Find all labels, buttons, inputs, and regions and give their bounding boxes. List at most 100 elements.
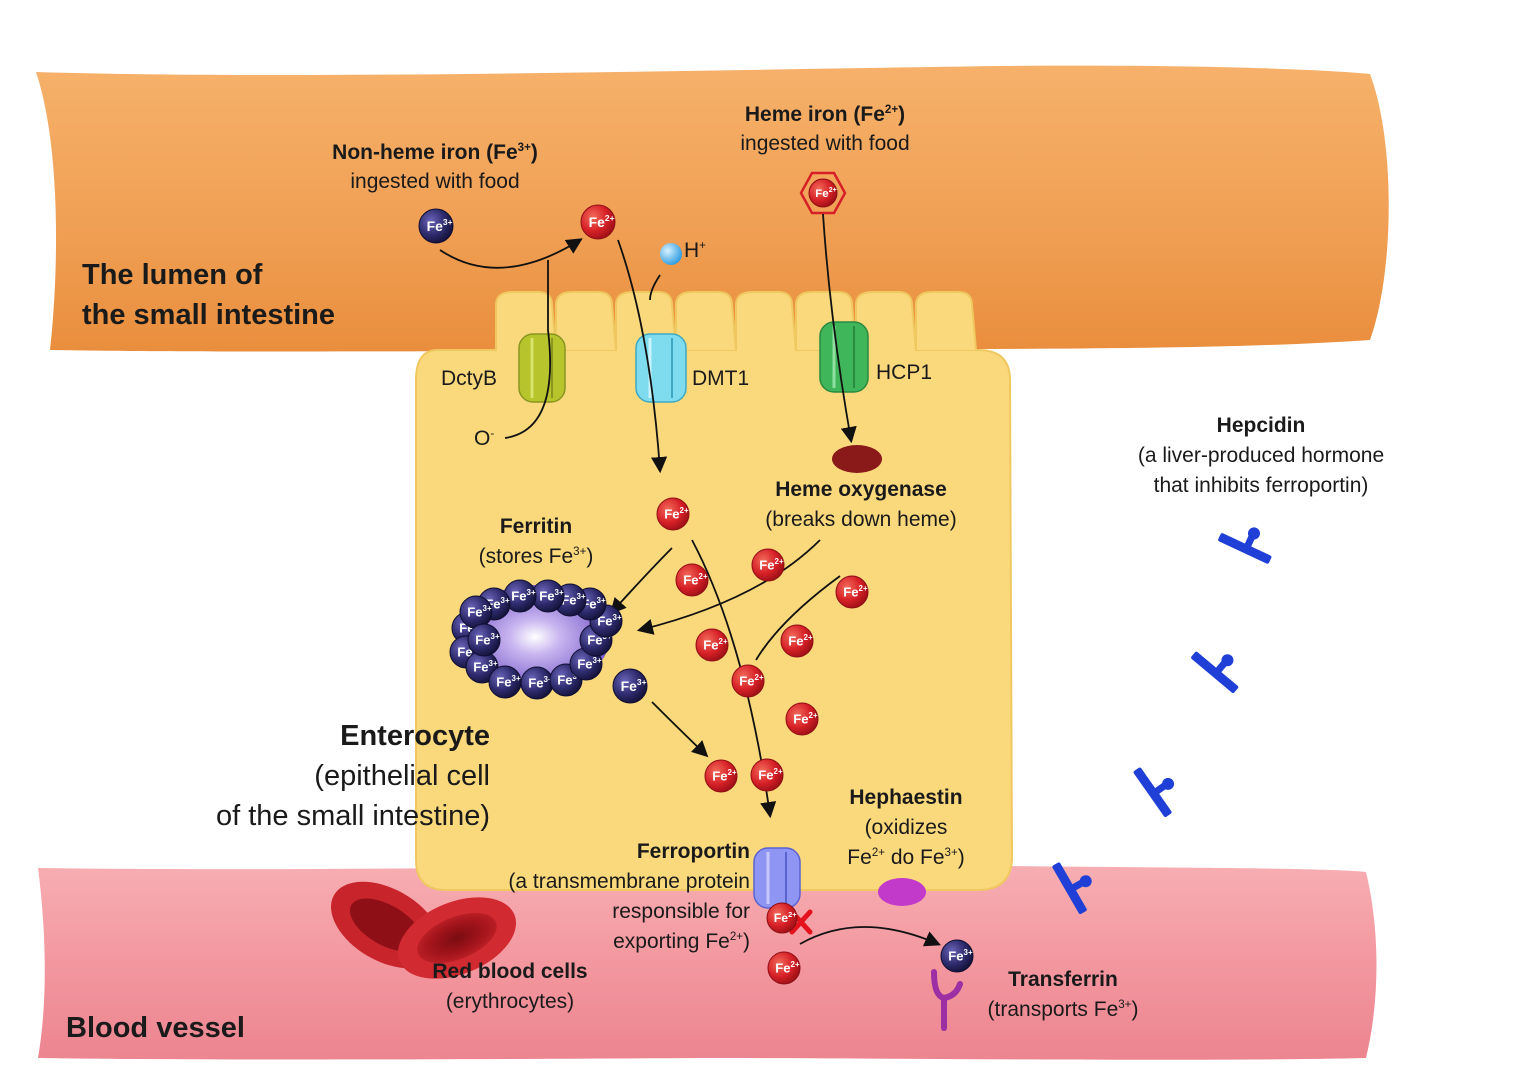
hydrogen-charge: +: [699, 240, 706, 252]
heme-title: Heme iron (Fe: [744, 103, 885, 126]
hephaestin-sub-c: ): [957, 846, 965, 869]
dmt1-label: DMT1: [692, 367, 750, 390]
svg-text:Fe2+: Fe2+: [815, 187, 836, 200]
ferritin-fe3-ion: Fe3+: [503, 579, 537, 613]
ferritin-fe3-ion: Fe3+: [531, 579, 565, 613]
ferroportin-sub-b: ): [743, 930, 750, 953]
heme-oxygenase-enzyme: [832, 445, 882, 473]
hephaestin-title: Hephaestin: [849, 786, 963, 809]
hepcidin-sub-line1: (a liver-produced hormone: [1137, 444, 1385, 467]
svg-text:Fe3+: Fe3+: [577, 656, 602, 672]
svg-text:Fe2+: Fe2+: [774, 910, 798, 925]
dcytb-label: DctyB: [441, 367, 498, 390]
arrow-fe2-to-ferritin-2: [636, 539, 821, 635]
svg-text:Fe2+: Fe2+: [703, 637, 728, 653]
lumen-band: [36, 65, 1389, 352]
fe2-ion-cell: Fe2+: [695, 628, 729, 662]
arrow-dmt1-fe2: [617, 239, 668, 474]
ferritin-fe3-ion: Fe3+: [467, 623, 501, 657]
fe3-ion-lumen: Fe3+: [418, 208, 454, 244]
hydrogen-ion: [660, 243, 682, 265]
ferritin-fe3-ion: Fe3+: [520, 666, 554, 700]
arrow-fe2-cross: [755, 575, 841, 661]
svg-text:Fe3+: Fe3+: [473, 659, 498, 675]
hephaestin-sub-charge1: 2+: [871, 847, 885, 859]
fe2-ion-cell: Fe2+: [785, 702, 819, 736]
nonheme-close: ): [530, 141, 538, 164]
enterocyte-sub-line2: of the small intestine): [215, 800, 490, 832]
heme-oxygenase-label: Heme oxygenase (breaks down heme): [736, 477, 986, 534]
blood-vessel-title: Blood vessel: [66, 1012, 245, 1044]
svg-text:Fe2+: Fe2+: [589, 213, 615, 230]
heme-sub: ingested with food: [740, 132, 910, 156]
svg-text:Fe2+: Fe2+: [664, 506, 689, 522]
nonheme-label: Non-heme iron (Fe3+) ingested with food: [300, 140, 570, 196]
arrow-fe2-to-ferritin-1: [609, 547, 673, 615]
svg-text:Fe3+: Fe3+: [621, 677, 647, 694]
dcytb-transporter: [518, 333, 566, 403]
lumen-title-line2: the small intestine: [82, 299, 336, 331]
transferrin-sub-b: ): [1131, 998, 1139, 1021]
rbc-title: Red blood cells: [432, 960, 588, 983]
svg-text:Fe3+: Fe3+: [597, 613, 622, 629]
hepcidin-label: Hepcidin (a liver-produced hormone that …: [1096, 411, 1426, 501]
rbc-label: Red blood cells (erythrocytes): [410, 957, 610, 1017]
arrow-h-dmt1: [649, 274, 661, 301]
svg-text:Fe2+: Fe2+: [683, 572, 708, 588]
fe2-ion-cell: Fe2+: [750, 758, 784, 792]
ferritin-label: Ferritin (stores Fe3+): [456, 514, 616, 571]
lumen-title-line1: The lumen of: [82, 259, 263, 291]
enterocyte-title: Enterocyte: [340, 720, 490, 752]
svg-text:Fe3+: Fe3+: [539, 588, 564, 604]
fe2-ion-blood: Fe2+: [767, 951, 801, 985]
fe3-ion-transferrin: Fe3+: [940, 939, 974, 973]
hephaestin-label: Hephaestin (oxidizes Fe2+ do Fe3+): [826, 783, 986, 873]
svg-text:Fe2+: Fe2+: [788, 633, 813, 649]
lumen-title: The lumen of the small intestine: [82, 255, 335, 335]
enterocyte-sub-line1: (epithelial cell: [314, 760, 490, 792]
oxygen-charge: -: [490, 428, 495, 440]
transferrin-receptor: [931, 969, 963, 1031]
ferritin-sub-charge: 3+: [573, 546, 587, 559]
transferrin-sub-charge: 3+: [1118, 999, 1132, 1011]
fe2-ion-cell: Fe2+: [704, 759, 738, 793]
transferrin-label: Transferrin (transports Fe3+): [968, 965, 1158, 1025]
svg-text:Fe3+: Fe3+: [528, 675, 553, 691]
heme-oxygenase-sub: (breaks down heme): [765, 508, 957, 532]
arrow-heme-hcp1: [822, 213, 857, 444]
hepcidin-molecule: [1191, 651, 1239, 694]
hephaestin-sub-b: do Fe: [884, 846, 945, 869]
hephaestin-sub-charge2: 3+: [944, 847, 958, 859]
svg-text:Fe3+: Fe3+: [948, 948, 973, 964]
svg-text:Fe3+: Fe3+: [561, 592, 586, 608]
oxygen-label: O-: [474, 426, 494, 452]
arrow-ferroportin-to-transferrin: [799, 926, 941, 947]
nonheme-title: Non-heme iron (Fe: [332, 141, 518, 164]
nonheme-charge: 3+: [517, 142, 531, 154]
hcp1-transporter: [819, 321, 869, 393]
hepcidin-molecule: [1133, 767, 1175, 818]
svg-text:Fe3+: Fe3+: [427, 217, 453, 234]
hepcidin-molecule: [1218, 527, 1272, 564]
svg-text:Fe3+: Fe3+: [475, 632, 500, 648]
ferritin-fe3-ion: Fe3+: [488, 665, 522, 699]
ferroportin-sub-line1: (a transmembrane protein: [508, 870, 750, 893]
hephaestin-sub-a: Fe: [847, 846, 872, 869]
svg-text:Fe2+: Fe2+: [759, 557, 784, 573]
ferroportin-sub-a: exporting Fe: [613, 930, 730, 953]
nonheme-sub: ingested with food: [350, 170, 520, 194]
heme-oxygenase-title: Heme oxygenase: [775, 478, 947, 501]
ferritin-fe3-ion: Fe3+: [459, 595, 493, 629]
hepcidin-molecule: [1052, 862, 1092, 915]
fe2-ion-cell: Fe2+: [656, 497, 690, 531]
ferritin-fe3-ion: Fe3+: [465, 650, 499, 684]
svg-text:Fe3+: Fe3+: [467, 604, 492, 620]
fe2-ion-cell: Fe2+: [780, 624, 814, 658]
ferritin-title: Ferritin: [499, 515, 573, 538]
transferrin-sub-a: (transports Fe: [987, 998, 1119, 1021]
ferritin-sub-b: ): [586, 545, 594, 569]
transferrin-title: Transferrin: [1008, 968, 1118, 991]
ferroportin-sub-charge: 2+: [729, 931, 743, 943]
heme-label: Heme iron (Fe2+) ingested with food: [700, 102, 950, 158]
